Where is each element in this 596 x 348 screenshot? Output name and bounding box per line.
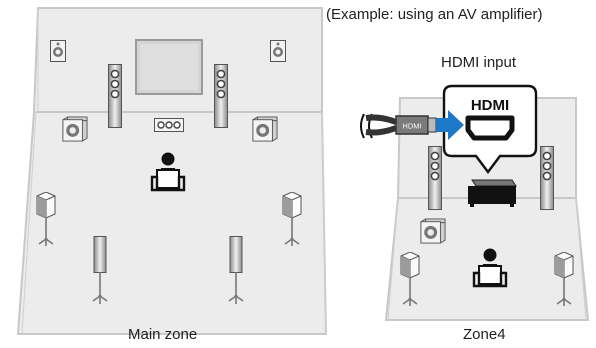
center-speaker <box>154 118 184 132</box>
av-amplifier <box>468 179 517 207</box>
subwoofer-left <box>62 116 88 142</box>
main-zone-label: Main zone <box>128 326 198 343</box>
front-left-speaker <box>108 64 122 128</box>
hdmi-input-label: HDMI input <box>441 54 517 71</box>
example-caption: (Example: using an AV amplifier) <box>326 6 543 23</box>
hdmi-plug-label: HDMI <box>402 122 421 131</box>
front-right-speaker <box>214 64 228 128</box>
tv-screen <box>135 39 203 95</box>
hdmi-port-icon <box>465 115 515 141</box>
hdmi-port-label: HDMI <box>471 97 509 114</box>
hdmi-cable <box>360 113 437 139</box>
subwoofer-right <box>252 116 278 142</box>
front-presence-left-speaker <box>50 40 66 62</box>
zone4-front-left-speaker <box>428 146 442 210</box>
front-presence-right-speaker <box>270 40 286 62</box>
zone4-subwoofer <box>420 218 446 244</box>
zone4-front-right-speaker <box>540 146 554 210</box>
zone4-label: Zone4 <box>463 326 506 343</box>
hdmi-arrow-icon <box>436 110 464 140</box>
hdmi-input-callout <box>442 84 538 174</box>
